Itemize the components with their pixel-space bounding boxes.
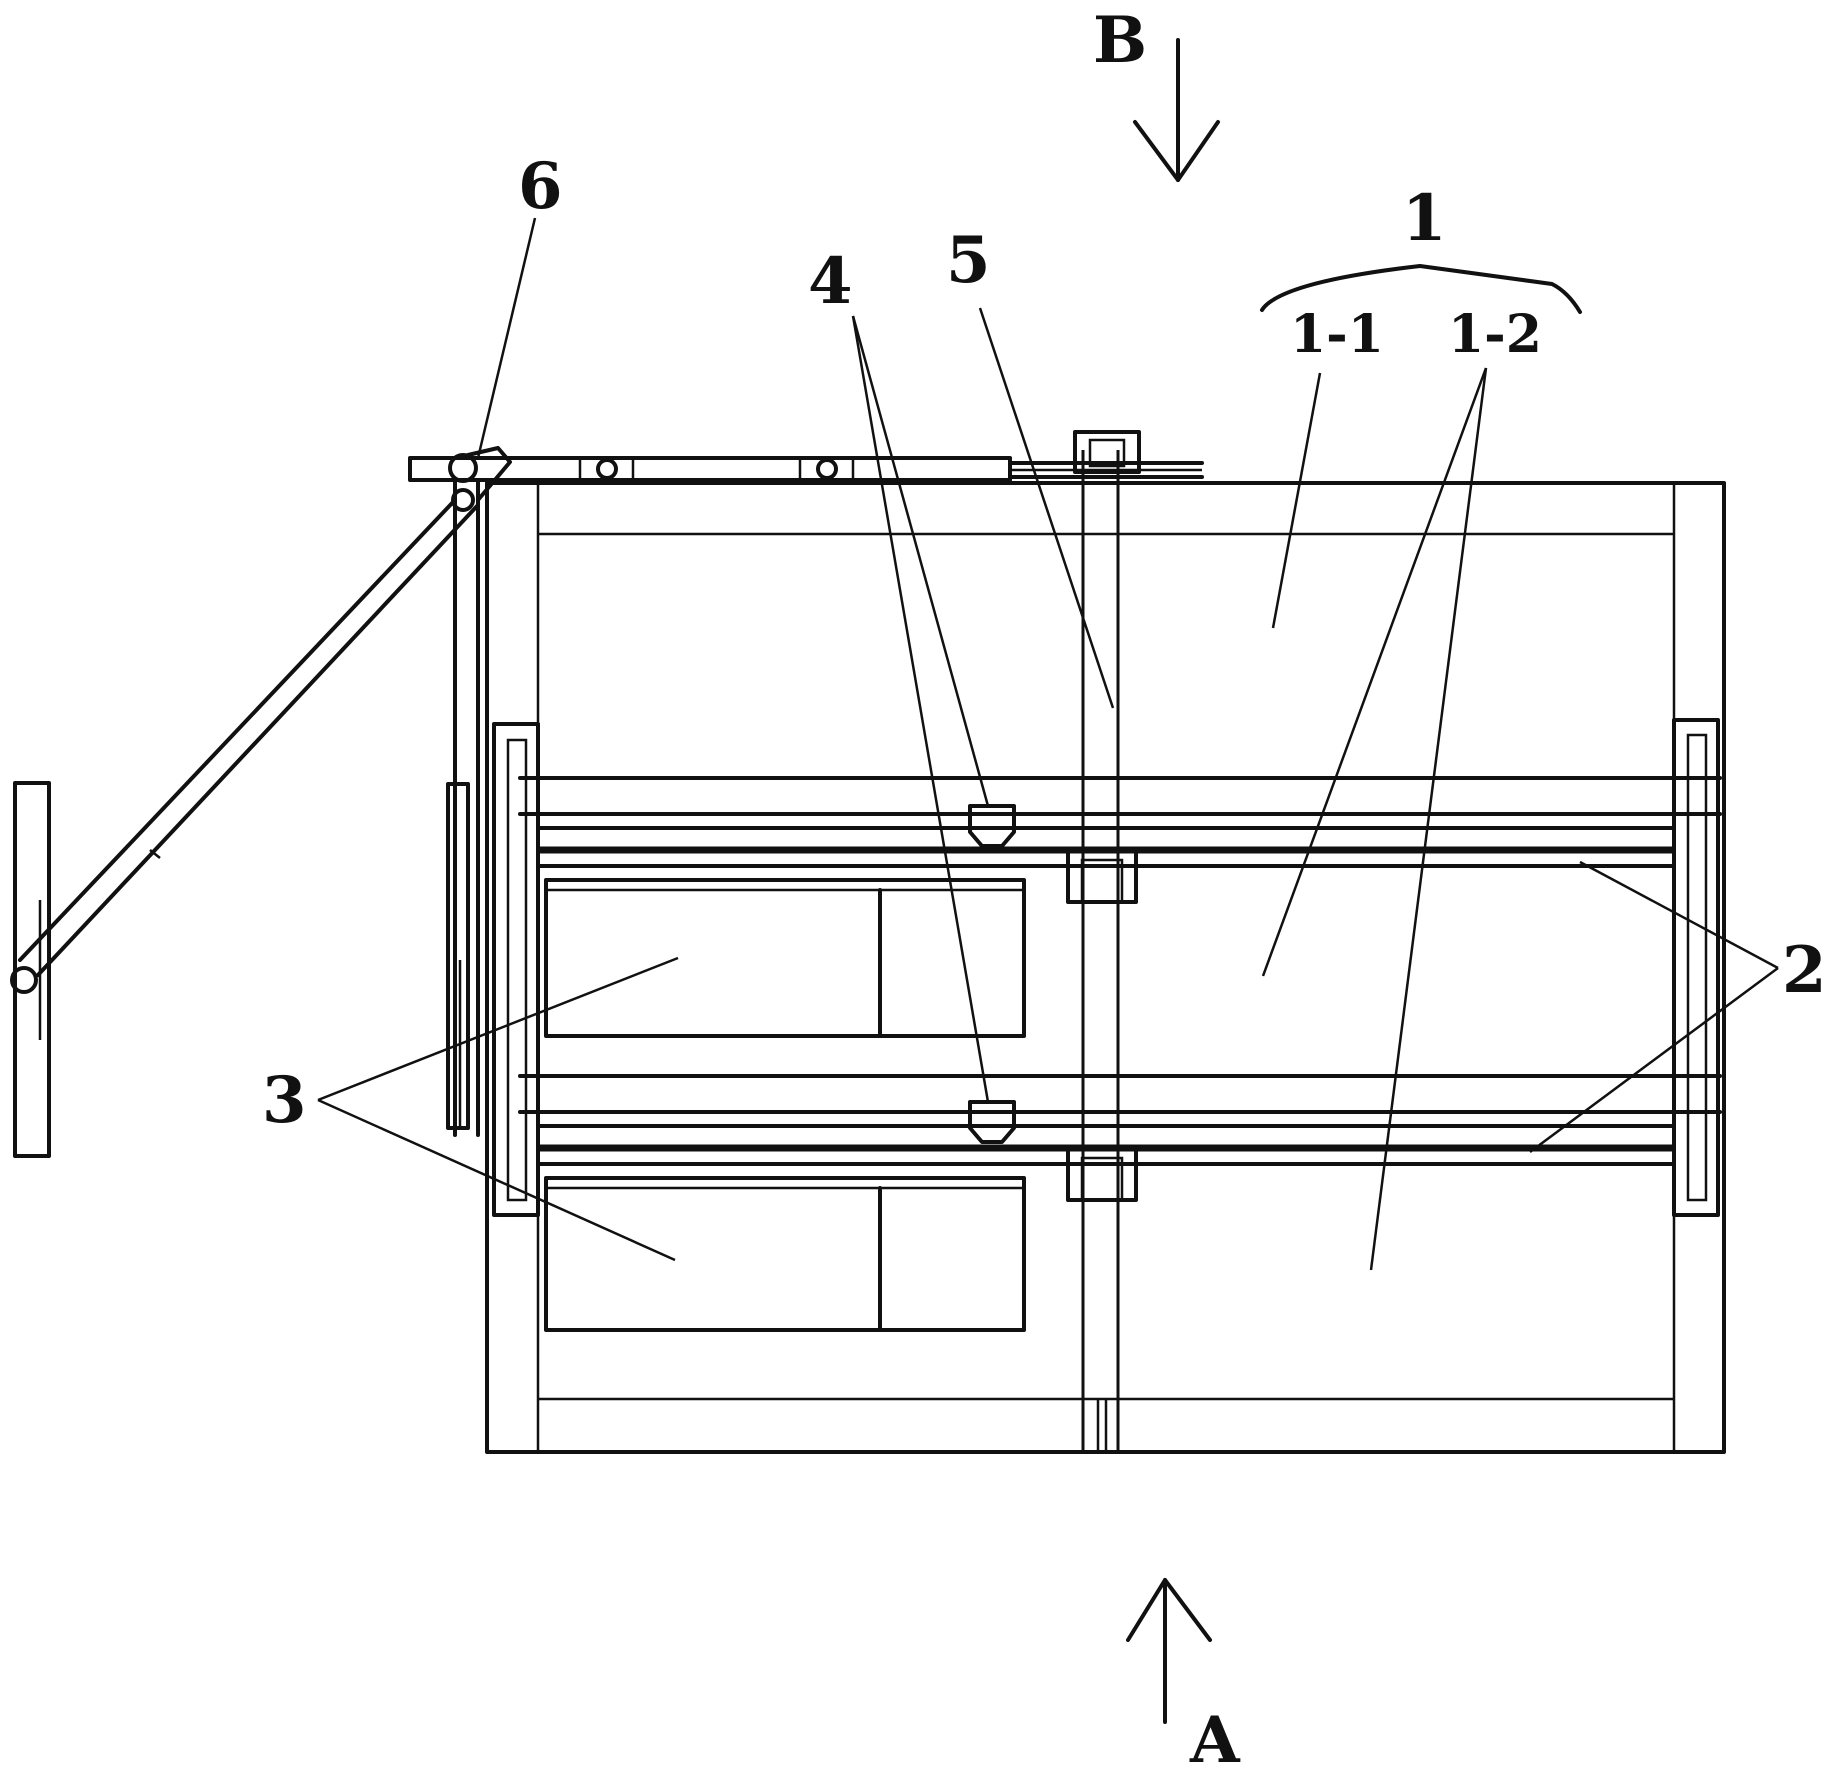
label-1-2: 1-2 — [1448, 304, 1542, 365]
box-lower — [544, 1176, 1026, 1332]
swing-arm — [10, 498, 480, 1158]
box-upper — [544, 878, 1026, 1038]
label-2: 2 — [1782, 933, 1825, 1008]
arrow-a — [1126, 1578, 1212, 1724]
right-end-plate — [1672, 718, 1720, 1217]
label-4: 4 — [808, 244, 853, 319]
hinge — [448, 446, 512, 1137]
central-shaft — [1081, 450, 1120, 1452]
label-6: 6 — [518, 149, 563, 224]
left-end-plate — [446, 722, 540, 1217]
label-1: 1 — [1402, 181, 1447, 256]
upper-crossbar — [518, 776, 1722, 904]
label-b: B — [1093, 3, 1147, 78]
label-5: 5 — [946, 223, 991, 298]
brace-1 — [1260, 264, 1582, 314]
lower-crossbar — [518, 1074, 1722, 1202]
top-rail — [408, 430, 1204, 482]
label-3: 3 — [262, 1063, 307, 1138]
label-1-1: 1-1 — [1290, 304, 1384, 365]
main-frame — [485, 481, 1726, 1454]
leader-lines — [317, 217, 1779, 1271]
label-a: A — [1189, 1703, 1241, 1767]
arrow-b — [1133, 38, 1220, 182]
